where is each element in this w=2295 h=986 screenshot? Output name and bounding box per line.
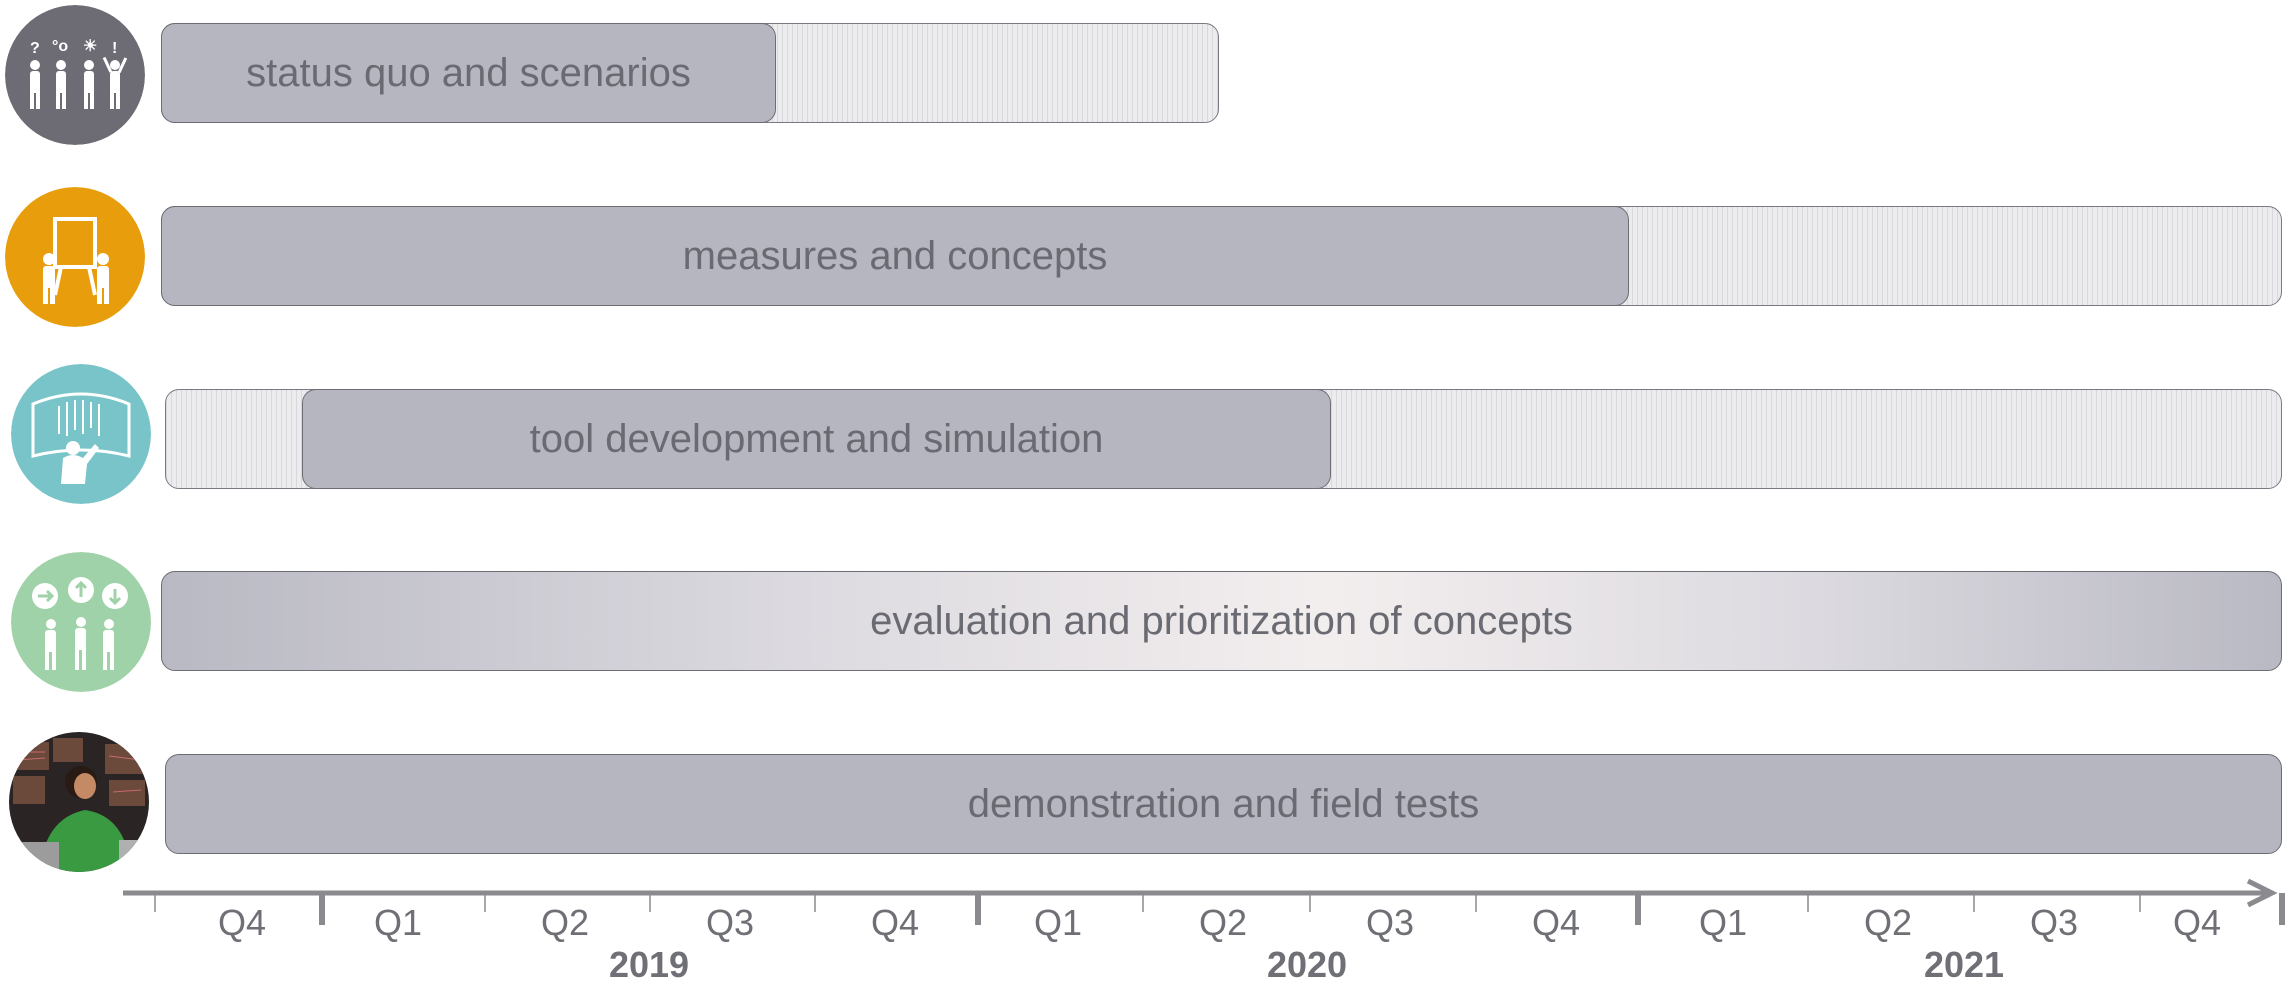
quarter-label: Q2	[1863, 902, 1913, 943]
quarter-label: Q4	[1531, 902, 1581, 943]
control-room-photo-icon	[9, 732, 149, 872]
svg-text:☀: ☀	[83, 38, 97, 55]
quarter-label: Q2	[540, 902, 590, 943]
quarter-label: Q2	[1198, 902, 1248, 943]
quarter-label: Q3	[1365, 902, 1415, 943]
svg-text:?: ?	[30, 40, 40, 57]
quarter-label: Q4	[870, 902, 920, 943]
quarter-label: Q3	[705, 902, 755, 943]
phase-3-bar: tool development and simulation	[302, 389, 1331, 489]
phase-1-bar: status quo and scenarios	[161, 23, 776, 123]
brainstorm-people-icon: ? °o ☀ !	[5, 5, 145, 145]
phase-5-label: demonstration and field tests	[967, 781, 1480, 826]
svg-text:!: !	[112, 40, 117, 57]
quarter-label: Q1	[1033, 902, 1083, 943]
phase-3-label: tool development and simulation	[529, 416, 1104, 461]
year-label: 2019	[608, 944, 690, 985]
phase-1-label: status quo and scenarios	[246, 50, 691, 95]
simulation-screen-icon	[11, 364, 151, 504]
quarter-label: Q4	[2172, 902, 2222, 943]
phase-2-bar: measures and concepts	[161, 206, 1629, 306]
phase-4-bar: evaluation and prioritization of concept…	[161, 571, 2282, 671]
quarter-label: Q4	[217, 902, 267, 943]
year-label: 2021	[1923, 944, 2005, 985]
quarter-label: Q3	[2029, 902, 2079, 943]
phase-5-bar: demonstration and field tests	[165, 754, 2282, 854]
presentation-board-icon	[5, 187, 145, 327]
phase-2-label: measures and concepts	[682, 233, 1108, 278]
quarter-label: Q1	[373, 902, 423, 943]
phase-4-label: evaluation and prioritization of concept…	[870, 598, 1573, 643]
quarter-label: Q1	[1698, 902, 1748, 943]
year-label: 2020	[1266, 944, 1348, 985]
svg-text:°o: °o	[52, 38, 68, 55]
voting-people-icon	[11, 552, 151, 692]
